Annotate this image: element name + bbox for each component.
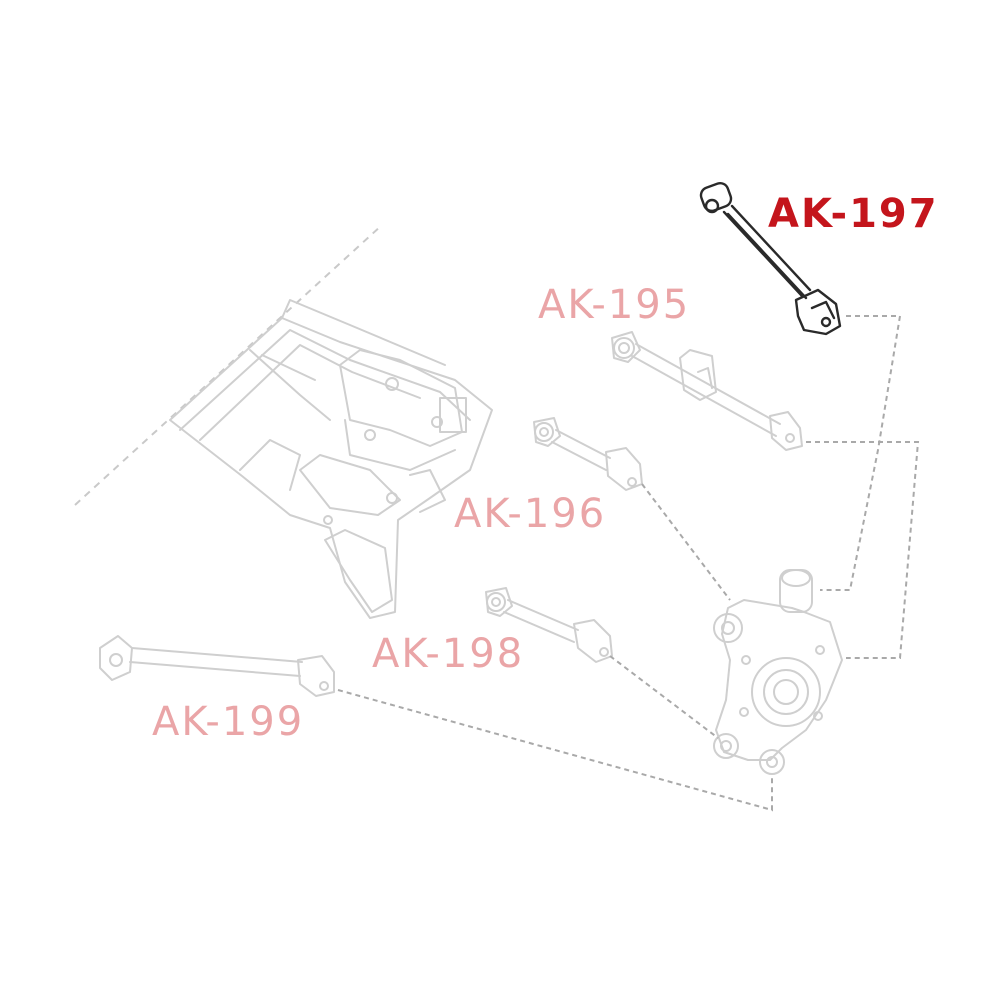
leader-ak-198 xyxy=(609,655,719,739)
label-ak-197: AK-197 xyxy=(768,191,939,237)
label-ak-198: AK-198 xyxy=(372,631,525,677)
leader-ak-197 xyxy=(820,315,902,591)
ak-197-arm xyxy=(699,181,842,336)
ak-199-arm xyxy=(99,635,335,697)
leader-lines xyxy=(337,315,920,812)
vehicle-centerline xyxy=(74,224,383,506)
ak-198-arm xyxy=(485,587,613,663)
leader-ak-199 xyxy=(337,689,773,812)
label-ak-195: AK-195 xyxy=(538,282,691,328)
leader-ak-196 xyxy=(641,483,731,601)
ak-195-arm xyxy=(611,331,803,451)
rear-knuckle xyxy=(713,569,843,775)
rear-subframe xyxy=(169,299,493,619)
ak-196-arm xyxy=(533,417,643,491)
label-ak-196: AK-196 xyxy=(454,491,607,537)
leader-ak-195 xyxy=(806,441,920,659)
label-ak-199: AK-199 xyxy=(152,699,305,745)
